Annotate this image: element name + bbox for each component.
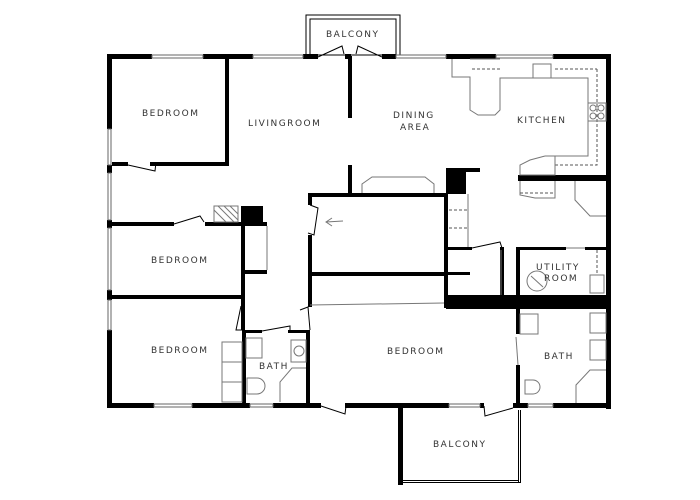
fixtures xyxy=(213,58,607,403)
room-label-bath-2: BATH xyxy=(544,352,574,362)
room-label-bedroom-3: BEDROOM xyxy=(151,346,209,356)
balcony-top-outline xyxy=(305,14,401,56)
room-label-kitchen: KITCHEN xyxy=(517,116,567,126)
room-label-balcony-bottom: BALCONY xyxy=(433,440,487,450)
room-label-bedroom-master: BEDROOM xyxy=(387,347,445,357)
room-label-dining-line1: DINING xyxy=(393,111,435,121)
room-label-utility-line1: UTILITY xyxy=(536,263,580,273)
room-label-bedroom-2: BEDROOM xyxy=(151,256,209,266)
room-label-balcony-top: BALCONY xyxy=(326,30,380,40)
windows xyxy=(107,54,554,408)
room-label-utility-line2: ROOM xyxy=(544,274,579,284)
room-label-dining-line2: AREA xyxy=(400,123,431,133)
balcony-bottom-outline xyxy=(398,405,521,485)
exterior-walls xyxy=(107,54,611,409)
room-label-living-room: LIVINGROOM xyxy=(248,119,322,129)
doors xyxy=(127,45,585,417)
room-label-bedroom-1: BEDROOM xyxy=(142,109,200,119)
interior-walls xyxy=(112,56,610,408)
room-label-bath-1: BATH xyxy=(259,362,289,372)
